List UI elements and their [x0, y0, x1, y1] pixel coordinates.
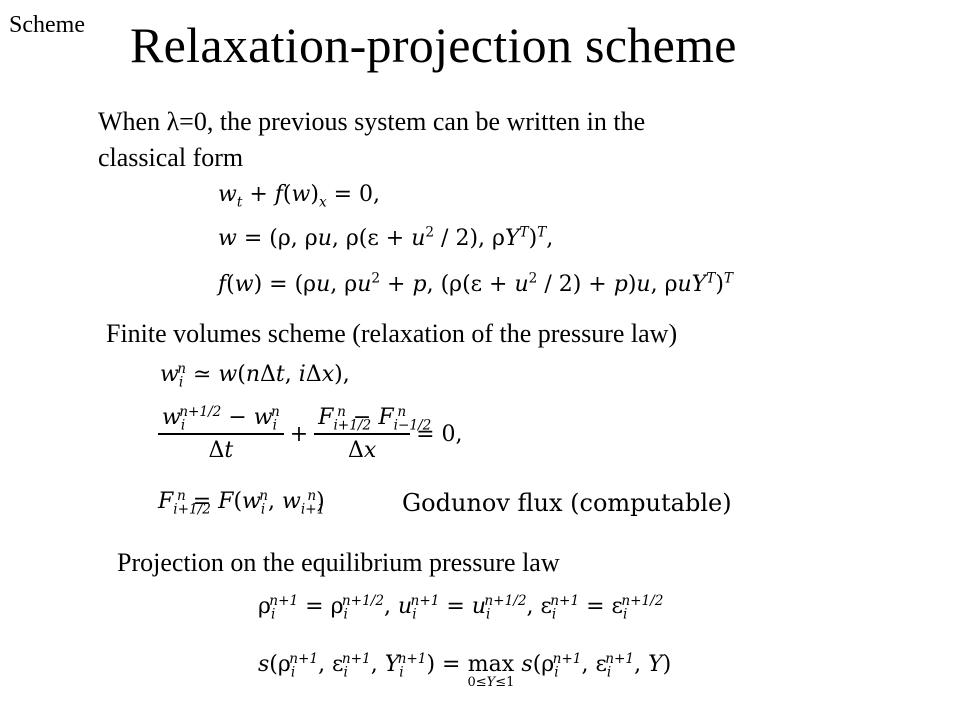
projection-heading: Projection on the equilibrium pressure l…	[117, 548, 560, 577]
intro-line-2: classical form	[98, 143, 244, 172]
slide-title: Relaxation-projection scheme	[130, 17, 737, 73]
equation-numerical-flux: Fi+1/2n = F(win, wi+1n)	[158, 487, 326, 518]
section-tag: Scheme	[9, 12, 85, 38]
equation-projection-copy: ρin+1 = ρin+1/2, uin+1 = uin+1/2, εin+1 …	[258, 592, 664, 623]
finite-volumes-heading: Finite volumes scheme (relaxation of the…	[106, 319, 678, 348]
equation-cell-average: win ≃ w(nΔt, iΔx),	[160, 360, 350, 391]
equation-state-vector: w = (ρ, ρu, ρ(ε + u2 / 2), ρYT)T,	[218, 224, 554, 251]
equation-fv-update: win+1/2 − win Δt + Fi+1/2n − Fi−1/2n Δx …	[158, 405, 469, 463]
intro-line-1: When λ=0, the previous system can be wri…	[98, 107, 646, 136]
equation-conservation-law: wt + f(w)x = 0,	[218, 182, 381, 211]
equation-flux-vector: f(w) = (ρu, ρu2 + p, (ρ(ε + u2 / 2) + p)…	[218, 270, 733, 297]
godunov-flux-note: Godunov flux (computable)	[402, 489, 732, 517]
